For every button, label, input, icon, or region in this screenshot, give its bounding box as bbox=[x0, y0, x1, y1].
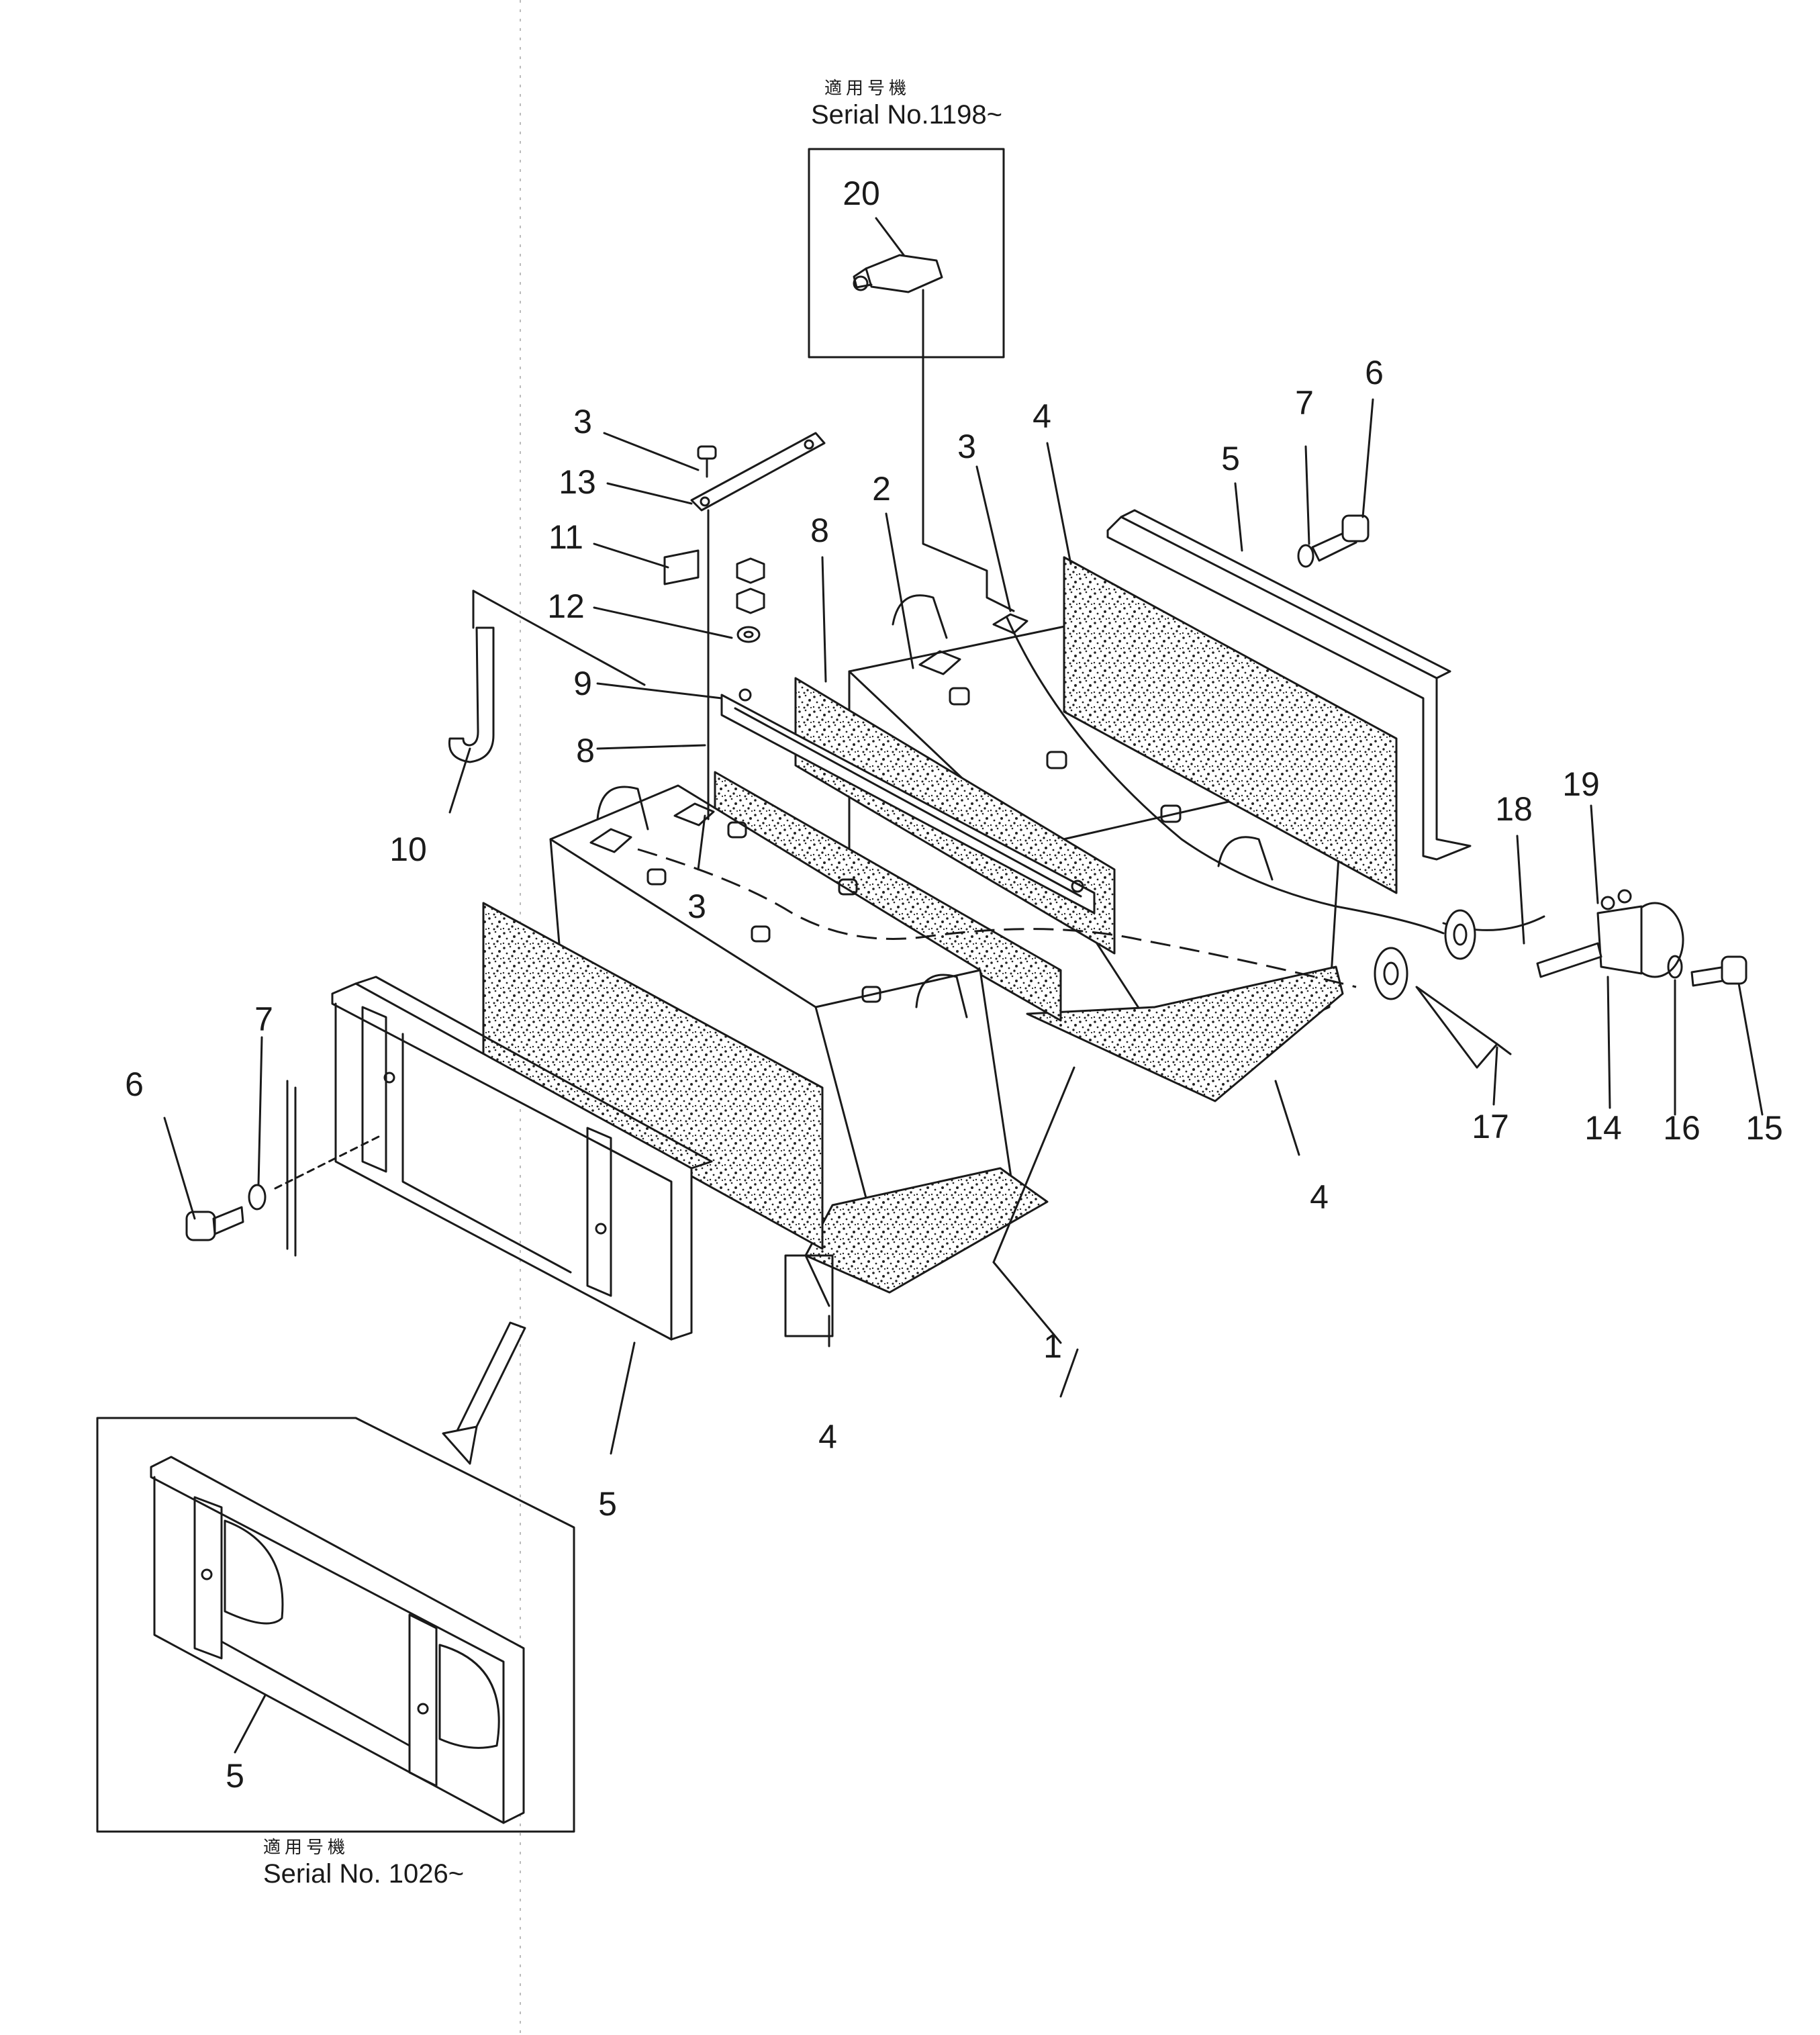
label-part-3: 3 bbox=[687, 888, 706, 925]
label-part-13: 13 bbox=[559, 463, 596, 501]
label-part-5-inset: 5 bbox=[226, 1757, 244, 1795]
label-part-12: 12 bbox=[547, 587, 585, 625]
pad-center-8b bbox=[714, 771, 1062, 1022]
nut-11 bbox=[736, 557, 765, 614]
label-part-3: 3 bbox=[573, 403, 592, 440]
serial-note-bottom-jp: 適用号機 bbox=[263, 1838, 350, 1858]
label-part-15: 15 bbox=[1745, 1109, 1783, 1147]
bolt-6-rear bbox=[1311, 514, 1370, 562]
bolt-6-front bbox=[185, 1206, 244, 1241]
label-part-3: 3 bbox=[957, 428, 976, 465]
label-part-7: 7 bbox=[254, 1000, 273, 1038]
serial-note-top: 適用号機 Serial No.1198~ bbox=[811, 79, 1002, 130]
sensor-20-icon bbox=[853, 254, 943, 293]
label-part-9: 9 bbox=[573, 665, 592, 702]
label-part-4: 4 bbox=[818, 1418, 837, 1456]
label-part-2: 2 bbox=[872, 470, 891, 508]
pad-bottom-front bbox=[804, 1167, 1049, 1294]
serial-note-bottom-en: Serial No. 1026~ bbox=[263, 1858, 465, 1889]
label-part-17: 17 bbox=[1472, 1108, 1509, 1145]
pad-rear-vertical bbox=[1063, 556, 1398, 894]
inset-top-box bbox=[808, 148, 1015, 612]
serial-note-top-en: Serial No.1198~ bbox=[811, 99, 1002, 130]
label-part-7: 7 bbox=[1295, 384, 1314, 422]
label-part-19: 19 bbox=[1562, 765, 1600, 803]
serial-note-bottom: 適用号機 Serial No. 1026~ bbox=[263, 1838, 464, 1889]
label-part-8: 8 bbox=[810, 512, 829, 549]
label-part-5: 5 bbox=[598, 1485, 617, 1523]
bolt-15 bbox=[1690, 955, 1747, 987]
grommet-17b bbox=[1374, 947, 1408, 1000]
arrow-to-inset bbox=[442, 1321, 526, 1465]
clamp-13 bbox=[690, 432, 826, 512]
label-part-16: 16 bbox=[1663, 1109, 1701, 1147]
label-part-1: 1 bbox=[1043, 1327, 1062, 1365]
leader-20 bbox=[875, 217, 908, 260]
tag-11 bbox=[663, 549, 700, 585]
washer-16 bbox=[1667, 955, 1683, 979]
cable-dashed bbox=[637, 848, 1357, 988]
bracket-rear bbox=[1106, 509, 1472, 861]
serial-note-top-jp: 適用号機 bbox=[824, 79, 911, 99]
label-part-4: 4 bbox=[1310, 1178, 1329, 1216]
label-part-6: 6 bbox=[125, 1066, 144, 1103]
label-part-20: 20 bbox=[843, 175, 880, 212]
leader-lines bbox=[163, 398, 1764, 1455]
label-part-18: 18 bbox=[1495, 790, 1533, 828]
label-part-14: 14 bbox=[1584, 1109, 1622, 1147]
relay-14 bbox=[1536, 889, 1684, 978]
hold-bar-9 bbox=[720, 688, 1096, 914]
washer-7-rear bbox=[1297, 544, 1314, 568]
washer-12 bbox=[736, 626, 761, 643]
washer-7-front bbox=[248, 1184, 267, 1211]
label-part-11: 11 bbox=[548, 518, 583, 556]
label-part-4: 4 bbox=[1033, 397, 1051, 435]
cable-main bbox=[1006, 616, 1445, 935]
label-part-6: 6 bbox=[1365, 354, 1384, 391]
bolt-3-top bbox=[697, 445, 717, 478]
j-bolt-10 bbox=[448, 589, 646, 763]
grommet-17a bbox=[1444, 909, 1476, 960]
bracket-front bbox=[331, 976, 713, 1341]
inset-bottom-box bbox=[96, 1417, 575, 1833]
tag-4-front bbox=[784, 1254, 834, 1337]
pad-front-vertical bbox=[482, 902, 824, 1250]
label-part-10: 10 bbox=[389, 831, 427, 868]
wire-20 bbox=[922, 289, 1015, 612]
label-part-8: 8 bbox=[576, 732, 595, 769]
label-part-5: 5 bbox=[1221, 440, 1240, 477]
